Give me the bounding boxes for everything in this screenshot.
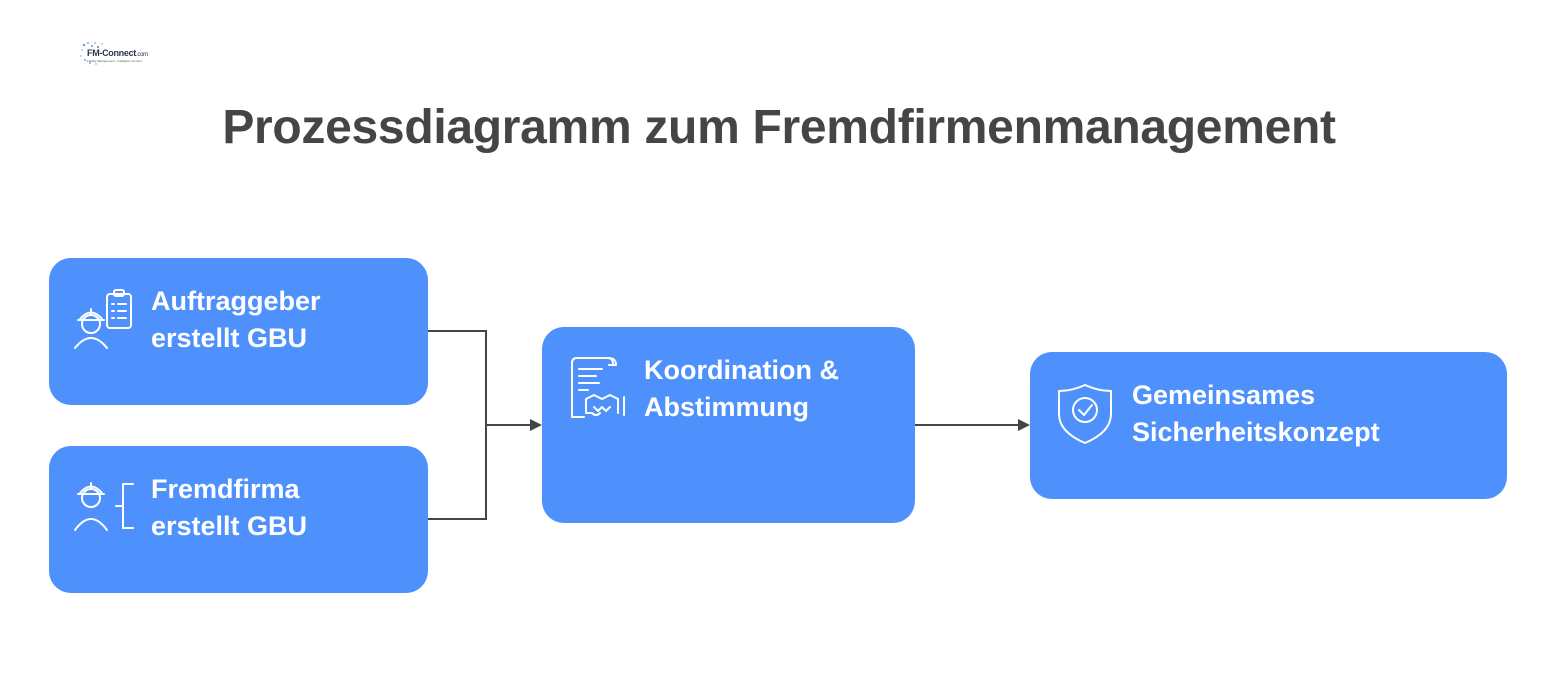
worker-bracket-icon	[74, 482, 134, 531]
node-coordination: Koordination & Abstimmung	[542, 327, 915, 523]
shield-check-icon	[1058, 384, 1112, 444]
logo-tagline: Facility Management · Intelligent vernet…	[87, 59, 142, 63]
document-handshake-icon	[571, 357, 625, 418]
node-label: Auftraggeber erstellt GBU	[151, 286, 321, 353]
node-label: Fremdfirma erstellt GBU	[151, 474, 308, 541]
node-label: Koordination & Abstimmung	[644, 355, 839, 422]
connector-contractor-to-merge	[428, 425, 487, 520]
logo-dots-graphic	[80, 42, 103, 65]
node-safety-concept: Gemeinsames Sicherheitskonzept	[1030, 352, 1507, 499]
worker-clipboard-icon	[74, 289, 132, 349]
brand-logo: FM-Connect.com Facility Management · Int…	[78, 40, 148, 68]
node-label: Gemeinsames Sicherheitskonzept	[1132, 380, 1380, 447]
page-title: Prozessdiagramm zum Fremdfirmenmanagemen…	[222, 101, 1336, 154]
node-client-gbu: Auftraggeber erstellt GBU	[49, 258, 428, 405]
node-contractor-gbu: Fremdfirma erstellt GBU	[49, 446, 428, 593]
logo-text: FM-Connect.com	[87, 48, 148, 58]
connector-client-to-merge	[428, 330, 487, 425]
